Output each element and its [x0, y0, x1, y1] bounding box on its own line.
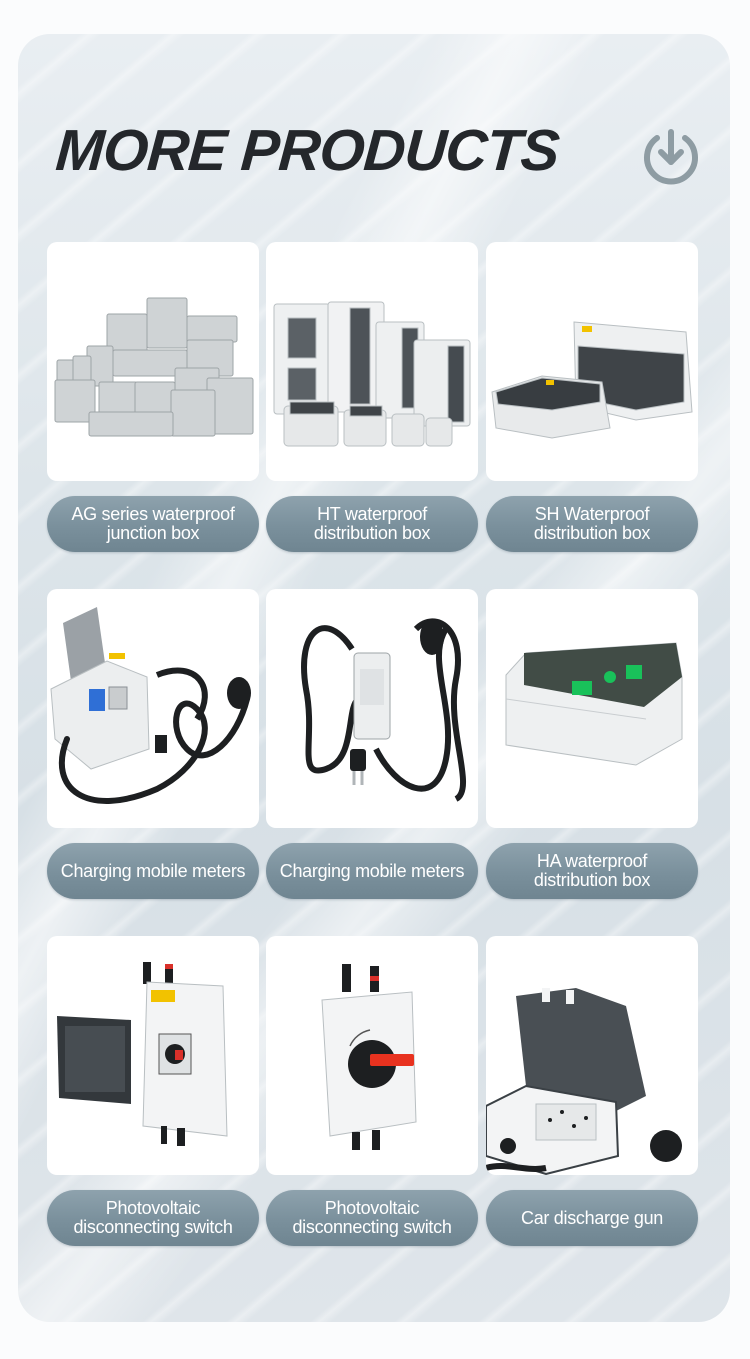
- pv-switch-open-door-image: [57, 962, 228, 1146]
- product-label-button[interactable]: Charging mobile meters: [266, 843, 478, 899]
- product-card-pv-switch-2[interactable]: [266, 936, 478, 1175]
- product-card-pv-switch-1[interactable]: [47, 936, 259, 1175]
- product-card-sh-distribution-box[interactable]: [486, 242, 698, 481]
- product-card-car-discharge-gun[interactable]: [486, 936, 698, 1175]
- green-breaker-box-image: [505, 642, 683, 766]
- two-distribution-boxes-image: [491, 321, 693, 439]
- product-card-ht-distribution-box[interactable]: [266, 242, 478, 481]
- power-download-icon[interactable]: [640, 124, 702, 186]
- weatherproof-socket-image: [486, 988, 682, 1175]
- white-distribution-boxes-image: [273, 301, 471, 447]
- product-label-button[interactable]: Car discharge gun: [486, 1190, 698, 1246]
- grey-junction-boxes-image: [54, 297, 254, 437]
- pv-switch-red-handle-image: [321, 964, 417, 1150]
- product-label-button[interactable]: Photovoltaic disconnecting switch: [266, 1190, 478, 1246]
- meter-box-image: [50, 607, 251, 804]
- inline-meter-image: [301, 618, 467, 802]
- product-card-charging-meter-2[interactable]: [266, 589, 478, 828]
- product-label-button[interactable]: HA waterproof distribution box: [486, 843, 698, 899]
- product-label-button[interactable]: Photovoltaic disconnecting switch: [47, 1190, 259, 1246]
- page-title: MORE PRODUCTS: [53, 118, 561, 183]
- products-panel: MORE PRODUCTS: [18, 34, 730, 1322]
- product-label-button[interactable]: HT waterproof distribution box: [266, 496, 478, 552]
- product-label-button[interactable]: AG series waterproof junction box: [47, 496, 259, 552]
- product-card-ha-distribution-box[interactable]: [486, 589, 698, 828]
- product-label-button[interactable]: Charging mobile meters: [47, 843, 259, 899]
- product-label-button[interactable]: SH Waterproof distribution box: [486, 496, 698, 552]
- product-card-ag-junction-box[interactable]: [47, 242, 259, 481]
- product-card-charging-meter-1[interactable]: [47, 589, 259, 828]
